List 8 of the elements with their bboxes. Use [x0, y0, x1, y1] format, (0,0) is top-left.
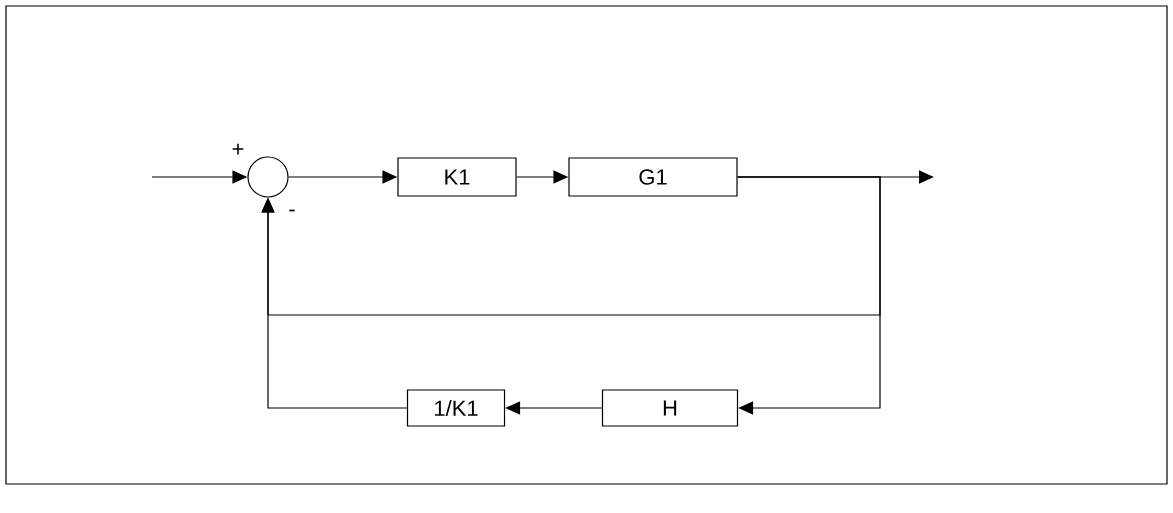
block-box: H: [601, 389, 739, 427]
block-box: 1/K1: [406, 389, 506, 427]
block-box: G1: [568, 157, 738, 197]
arrow: [737, 176, 881, 415]
summing-junction: [247, 156, 289, 198]
block-box: K1: [397, 157, 517, 197]
sign-label: +: [232, 143, 244, 155]
sign-label: -: [289, 209, 295, 212]
